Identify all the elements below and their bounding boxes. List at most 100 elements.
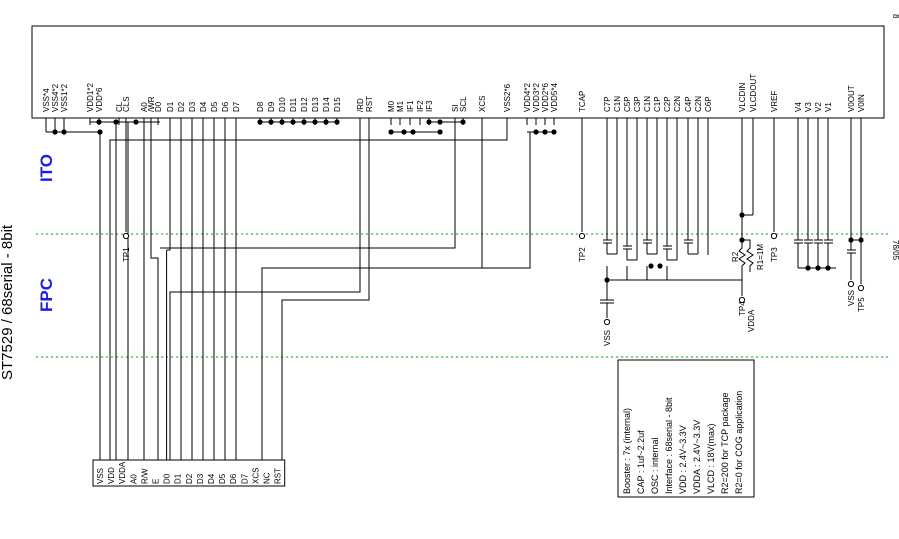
ic-pin-label: C2N: [673, 96, 682, 112]
connector-pin-label: D0: [163, 473, 172, 484]
region-label-fpc: FPC: [37, 278, 56, 312]
ic-pin-label: D0: [154, 101, 163, 112]
vss-label: VSS: [603, 330, 612, 346]
ic-pin-label: VDD1*2: [86, 83, 95, 112]
connector-pin-label: NC: [263, 472, 272, 484]
ic-pin-label: D11: [289, 97, 298, 112]
region-label-ito: ITO: [37, 154, 56, 182]
r2-label: R2: [731, 251, 740, 262]
signal-wires: [45, 119, 557, 460]
junction-dot: [133, 119, 139, 125]
connector-pin-label: VSS: [96, 468, 105, 484]
ic-pin-label: C3P: [633, 96, 642, 112]
junction-dot: [401, 129, 407, 135]
junction-dot: [460, 119, 466, 125]
ic-pin-label: IF2: [416, 100, 425, 112]
ic-pin-label: VDD4*2: [523, 83, 532, 112]
ic-pin-label: C5P: [623, 96, 632, 112]
wire-data: [166, 125, 171, 251]
ic-pin-label: V0OUT: [847, 85, 856, 112]
connector-pin-label: VDDA: [118, 461, 127, 484]
tp4-label: TP4: [738, 301, 747, 316]
junction-dot: [805, 265, 811, 271]
connector-pin-label: A0: [129, 474, 138, 484]
junction-dot: [533, 129, 539, 135]
connector-pin-label: D5: [218, 473, 227, 484]
ic-pin-label: SI: [451, 104, 460, 112]
junction-dot: [290, 119, 296, 125]
r1-label: R1=1M: [756, 244, 765, 270]
ic-pin-label: VDD3*2: [532, 83, 541, 112]
junction-dot: [301, 119, 307, 125]
junction-dot: [96, 119, 102, 125]
ic-pin-label: D2: [177, 101, 186, 112]
ic-pin-label: D14: [322, 97, 331, 112]
ic-pin-label: XCS: [478, 96, 487, 112]
connector-pin-label: XCS: [251, 468, 260, 484]
tp1-terminal: [122, 232, 130, 240]
junction-dot: [388, 129, 394, 135]
junction-dot: [410, 129, 416, 135]
junction-dot: [323, 119, 329, 125]
ic-pin-label: D7: [232, 101, 241, 112]
ic-pin-label: C4P: [684, 96, 693, 112]
junction-dot: [257, 119, 263, 125]
connector-pin-label: D7: [240, 473, 249, 484]
note-line: Interface : 68serial - 8bit: [664, 397, 674, 494]
ic-pin-label: C1N: [613, 96, 622, 112]
connector-pin-label: E: [152, 479, 161, 484]
notes-box: [617, 359, 755, 498]
connector-pin-label: D6: [229, 473, 238, 484]
wire-xcs: [261, 125, 483, 460]
ic-pin-label: VSS*4: [42, 88, 51, 112]
ic-pin-label: VDD5*4: [550, 83, 559, 112]
ic-pin-label: A0: [140, 102, 149, 112]
ic-pin-label: /WR: [147, 96, 156, 112]
r1-resistor: [742, 239, 754, 272]
ic-pin-label: M0: [387, 100, 396, 112]
junction-dot: [426, 119, 432, 125]
ic-pin-label: VSS1*2: [60, 83, 69, 112]
ic-pin-label: C7P: [603, 96, 612, 112]
ic-pin-label: C2P: [663, 96, 672, 112]
ic-pin-label: D1: [166, 101, 175, 112]
tp4-terminal: [738, 296, 746, 304]
ic-pin-label: V0IN: [857, 94, 866, 112]
wire-si: [160, 122, 456, 249]
ic-pin-label: SCL: [459, 96, 468, 112]
tp2-label: TP2: [578, 247, 587, 262]
ic-pin-label: IF3: [425, 100, 434, 112]
ic-pin-label: VSS2*6: [503, 83, 512, 112]
junction-dot: [334, 119, 340, 125]
wire-e: [169, 125, 361, 460]
ic-pin-label: V3: [804, 102, 813, 112]
ic-pin-label: M1: [396, 100, 405, 112]
wire-vss2: [109, 125, 508, 460]
ic-pin-label: D3: [188, 101, 197, 112]
junction-dot: [312, 119, 318, 125]
note-line: VLCD : 18V(max): [706, 423, 716, 494]
junction-dot: [52, 129, 58, 135]
ic-pin-label: D8: [256, 101, 265, 112]
ic-pin-label: D6: [221, 101, 230, 112]
wire-rst: [281, 125, 370, 460]
ic-pin-label: D10: [278, 97, 287, 112]
junction-dot: [61, 129, 67, 135]
ic-pin-label: VDD*6: [95, 87, 104, 112]
ic-pin-label: VSS4*2: [51, 83, 60, 112]
junction-dot: [268, 119, 274, 125]
ic-pin-label: CL: [115, 101, 124, 112]
ic-pin-label: V2: [814, 102, 823, 112]
page-mark-top: 8: [891, 14, 899, 19]
junction-dot: [657, 263, 663, 269]
junction-dot: [279, 119, 285, 125]
vss-terminal: [603, 318, 611, 326]
ic-pin-label: IF1: [406, 100, 415, 112]
tp2-terminal: [578, 232, 586, 240]
vss-right-label: VSS: [847, 290, 856, 306]
ic-pin-label: VLCDOUT: [749, 74, 758, 112]
ic-pin-label: V1: [824, 102, 833, 112]
connector-pin-label: D1: [174, 473, 183, 484]
ic-pin-label: C2N: [694, 96, 703, 112]
ic-pin-label: /RD: [356, 98, 365, 112]
